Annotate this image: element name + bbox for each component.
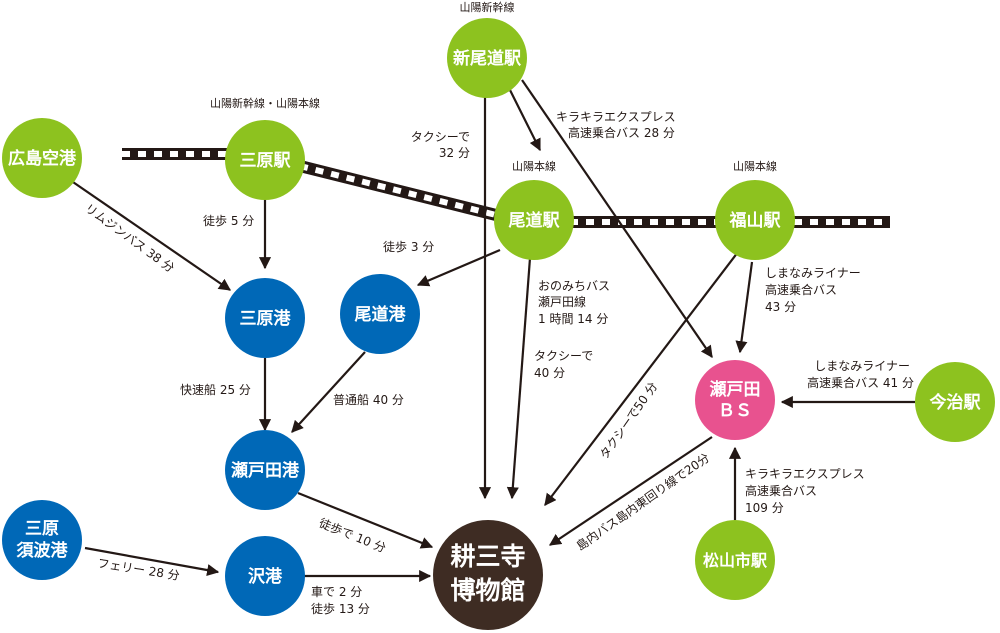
rail-line-name: 山陽新幹線 bbox=[460, 0, 515, 14]
route-label: 40 分 bbox=[534, 366, 565, 380]
route-label: 高速乗合バス 41 分 bbox=[807, 375, 914, 390]
route-label: 32 分 bbox=[439, 146, 470, 160]
route-label: フェリー 28 分 bbox=[97, 556, 181, 583]
arrow-sunami-sawa bbox=[84, 546, 220, 577]
node-label: 尾道駅 bbox=[509, 210, 561, 231]
node-label: 沢港 bbox=[248, 566, 283, 587]
route-label: タクシーで bbox=[534, 349, 593, 363]
route-label: 高速乗合バス bbox=[745, 483, 817, 498]
arrow-shinonomichi-onomichi bbox=[507, 85, 541, 152]
arrow-airport-miharaport bbox=[69, 179, 231, 291]
arrow-fukuyama-setodabs bbox=[735, 261, 754, 354]
arrow-onomichi-museum bbox=[506, 257, 532, 500]
node-label: ＢＳ bbox=[718, 401, 752, 421]
route-label: 徒歩 3 分 bbox=[383, 239, 434, 254]
route-label: リムジンバス 38 分 bbox=[82, 201, 177, 275]
route-label: おのみちバス bbox=[538, 279, 610, 293]
route-label: 瀬戸田線 bbox=[538, 294, 586, 309]
node-label: 今治駅 bbox=[930, 392, 982, 413]
route-label: 徒歩で 10 分 bbox=[317, 515, 388, 555]
node-kosanji-museum: 耕三寺 博物館 bbox=[433, 520, 543, 630]
node-imabari-station: 今治駅 bbox=[915, 362, 995, 442]
route-label: 島内バス島内東回り線で20分 bbox=[573, 450, 712, 554]
rail-line-name: 山陽新幹線・山陽本線 bbox=[210, 96, 320, 110]
node-label: 三原 bbox=[25, 519, 59, 539]
node-sawa-port: 沢港 bbox=[225, 536, 305, 616]
node-label: 福山駅 bbox=[729, 210, 782, 231]
node-setoda-bus-stop: 瀬戸田 ＢＳ bbox=[695, 360, 775, 440]
arrow-setodabs-museum bbox=[548, 436, 713, 546]
arrow-shinonomichi-setodabs bbox=[521, 79, 713, 358]
arrow-setodaport-museum bbox=[297, 491, 434, 549]
route-label: 1 時間 14 分 bbox=[538, 312, 608, 326]
route-label: タクシーで bbox=[411, 130, 470, 144]
route-label: キラキラエクスプレス bbox=[745, 467, 865, 481]
node-hiroshima-airport: 広島空港 bbox=[2, 118, 82, 198]
node-shin-onomichi-station: 新尾道駅 bbox=[447, 18, 527, 98]
route-label: しまなみライナー bbox=[814, 359, 910, 373]
route-label: 普通船 40 分 bbox=[333, 393, 404, 407]
route-label: キラキラエクスプレス bbox=[556, 110, 676, 124]
node-label: 瀬戸田 bbox=[710, 380, 761, 400]
node-onomichi-station: 尾道駅 bbox=[494, 180, 574, 260]
node-label: 新尾道駅 bbox=[453, 48, 522, 69]
museum-label: 耕三寺 bbox=[450, 542, 525, 571]
route-label: 徒歩 5 分 bbox=[203, 213, 254, 228]
arrow-fukuyama-museum bbox=[544, 251, 739, 506]
museum-label: 博物館 bbox=[450, 576, 525, 605]
rail-line-names: 山陽新幹線 山陽新幹線・山陽本線 山陽本線 山陽本線 bbox=[210, 0, 777, 173]
node-label: 三原駅 bbox=[240, 151, 292, 171]
node-label: 広島空港 bbox=[8, 148, 77, 169]
node-onomichi-port: 尾道港 bbox=[340, 274, 420, 354]
arrow-onomichiport-setodaport bbox=[291, 351, 366, 433]
route-label: しまなみライナー bbox=[765, 266, 861, 280]
node-fukuyama-station: 福山駅 bbox=[715, 180, 795, 260]
node-mihara-port: 三原港 bbox=[225, 278, 305, 358]
route-label: タクシーで50 分 bbox=[597, 380, 660, 462]
node-label: 三原港 bbox=[240, 308, 292, 329]
node-label: 松山市駅 bbox=[703, 551, 768, 570]
route-label: 109 分 bbox=[745, 501, 784, 515]
route-arrows bbox=[69, 79, 915, 583]
route-label: 快速船 25 分 bbox=[180, 383, 251, 397]
node-mihara-sunami-port: 三原 須波港 bbox=[2, 500, 82, 580]
node-mihara-station: 三原駅 bbox=[225, 120, 305, 200]
node-label: 須波港 bbox=[17, 540, 69, 561]
rail-line-name: 山陽本線 bbox=[733, 159, 777, 173]
rail-line-name: 山陽本線 bbox=[512, 159, 556, 173]
arrow-onomichi-onomichiport bbox=[416, 248, 501, 287]
route-label: 高速乗合バス 28 分 bbox=[568, 125, 675, 140]
route-label: 車で 2 分 bbox=[311, 585, 362, 599]
route-label: 徒歩 13 分 bbox=[311, 601, 370, 616]
nodes: 新尾道駅 三原駅 広島空港 尾道駅 福山駅 三原港 尾道港 瀬戸田港 bbox=[2, 18, 995, 630]
route-label: 高速乗合バス bbox=[765, 282, 837, 297]
node-label: 瀬戸田港 bbox=[231, 460, 300, 481]
node-label: 尾道港 bbox=[355, 304, 407, 325]
route-label: 43 分 bbox=[765, 300, 796, 314]
node-matsuyama-station: 松山市駅 bbox=[695, 520, 775, 600]
node-setoda-port: 瀬戸田港 bbox=[225, 430, 305, 510]
